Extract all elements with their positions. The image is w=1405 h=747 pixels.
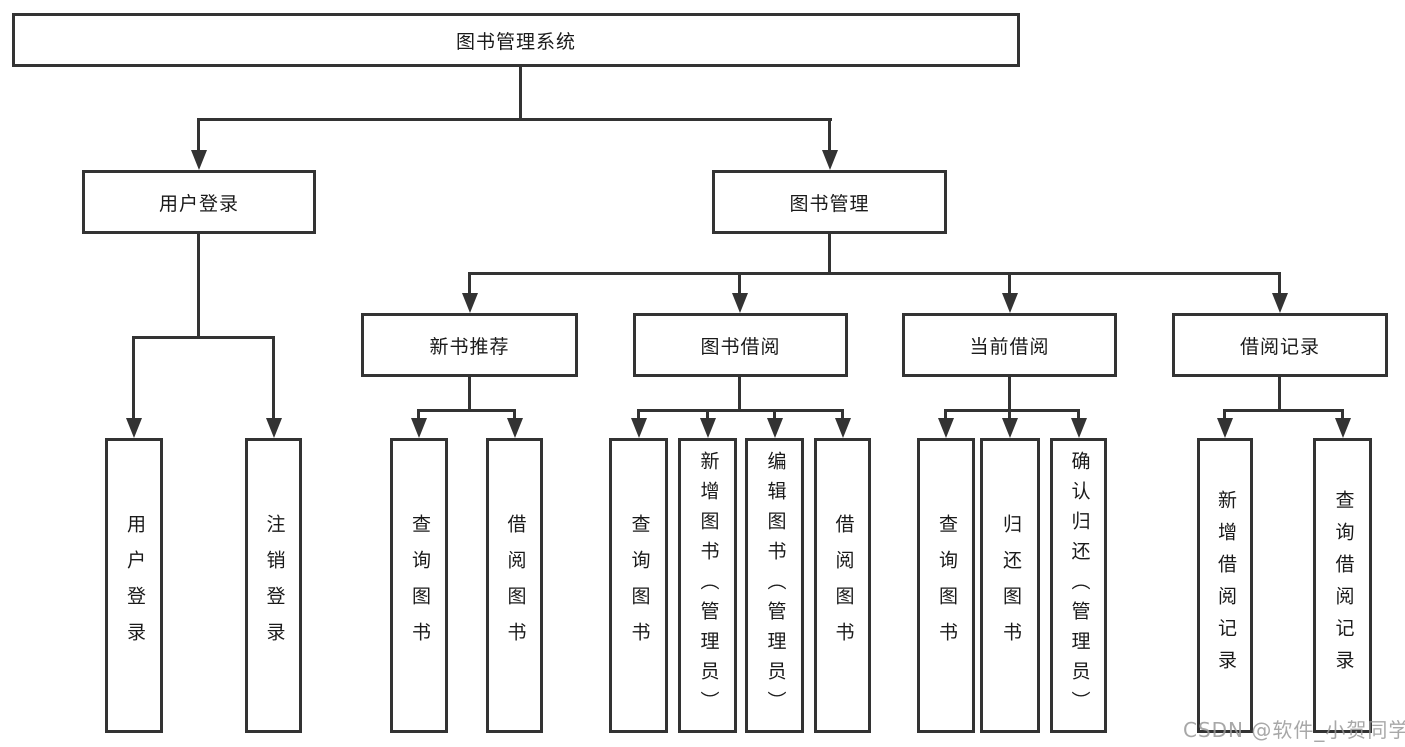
node-current-borrow: 当前借阅 xyxy=(902,313,1117,377)
leaf-label: 查询图书 xyxy=(408,513,431,658)
connector-line xyxy=(197,118,832,121)
arrow-down-icon xyxy=(126,418,142,438)
leaf-query-borrow-record: 查询借阅记录 xyxy=(1313,438,1372,733)
node-book-borrow: 图书借阅 xyxy=(633,313,848,377)
leaf-label: 查询图书 xyxy=(628,513,651,658)
csdn-watermark: CSDN @软件_小贺同学 xyxy=(1183,718,1405,742)
connector-line xyxy=(1223,409,1344,412)
leaf-label: 新增图书（管理员） xyxy=(697,450,720,721)
leaf-add-books-admin: 新增图书（管理员） xyxy=(678,438,737,733)
connector-line xyxy=(197,118,200,152)
arrow-down-icon xyxy=(835,418,851,438)
connector-line xyxy=(468,272,471,295)
leaf-query-books-2: 查询图书 xyxy=(609,438,668,733)
leaf-label: 查询图书 xyxy=(935,513,958,658)
leaf-label: 归还图书 xyxy=(999,513,1022,658)
leaf-logout: 注销登录 xyxy=(245,438,302,733)
leaf-label: 注销登录 xyxy=(263,513,286,658)
node-new-book-recommend: 新书推荐 xyxy=(361,313,578,377)
leaf-borrow-books-1: 借阅图书 xyxy=(486,438,543,733)
connector-line xyxy=(468,377,471,409)
connector-line xyxy=(773,409,776,421)
arrow-down-icon xyxy=(938,418,954,438)
connector-line xyxy=(468,272,1281,275)
leaf-add-borrow-record: 新增借阅记录 xyxy=(1197,438,1253,733)
arrow-down-icon xyxy=(411,418,427,438)
connector-line xyxy=(1008,272,1011,295)
connector-line xyxy=(417,409,516,412)
connector-line xyxy=(513,409,516,421)
arrow-down-icon xyxy=(266,418,282,438)
arrow-down-icon xyxy=(1071,418,1087,438)
arrow-down-icon xyxy=(507,418,523,438)
connector-line xyxy=(519,67,522,118)
leaf-label: 新增借阅记录 xyxy=(1214,489,1237,682)
connector-line xyxy=(417,409,420,421)
node-user-login: 用户登录 xyxy=(82,170,316,234)
arrow-down-icon xyxy=(1002,418,1018,438)
arrow-down-icon xyxy=(631,418,647,438)
connector-line xyxy=(1278,272,1281,295)
connector-line xyxy=(637,409,640,421)
connector-line xyxy=(197,233,200,336)
arrow-down-icon xyxy=(1335,418,1351,438)
node-book-management: 图书管理 xyxy=(712,170,947,234)
connector-line xyxy=(944,409,947,421)
leaf-borrow-books-2: 借阅图书 xyxy=(814,438,871,733)
connector-line xyxy=(1077,409,1080,421)
connector-line xyxy=(132,336,275,339)
connector-line xyxy=(944,409,1080,412)
connector-line xyxy=(706,409,709,421)
arrow-down-icon xyxy=(822,150,838,170)
leaf-label: 借阅图书 xyxy=(504,513,527,658)
connector-line xyxy=(1008,377,1011,409)
leaf-label: 编辑图书（管理员） xyxy=(764,450,787,721)
node-root-library-system: 图书管理系统 xyxy=(12,13,1020,67)
node-borrow-records: 借阅记录 xyxy=(1172,313,1388,377)
connector-line xyxy=(738,272,741,295)
connector-line xyxy=(1341,409,1344,421)
connector-line xyxy=(738,377,741,409)
leaf-label: 查询借阅记录 xyxy=(1332,489,1355,682)
arrow-down-icon xyxy=(462,293,478,313)
connector-line xyxy=(1278,377,1281,409)
arrow-down-icon xyxy=(767,418,783,438)
leaf-query-books-3: 查询图书 xyxy=(917,438,975,733)
leaf-edit-books-admin: 编辑图书（管理员） xyxy=(745,438,804,733)
leaf-label: 确认归还（管理员） xyxy=(1068,450,1091,721)
leaf-return-books: 归还图书 xyxy=(980,438,1040,733)
arrow-down-icon xyxy=(732,293,748,313)
arrow-down-icon xyxy=(1002,293,1018,313)
arrow-down-icon xyxy=(191,150,207,170)
arrow-down-icon xyxy=(1217,418,1233,438)
connector-line xyxy=(1008,409,1011,421)
leaf-label: 借阅图书 xyxy=(832,513,855,658)
leaf-user-login: 用户登录 xyxy=(105,438,163,733)
leaf-label: 用户登录 xyxy=(123,513,146,658)
leaf-confirm-return-admin: 确认归还（管理员） xyxy=(1050,438,1107,733)
arrow-down-icon xyxy=(700,418,716,438)
connector-line xyxy=(828,233,831,272)
connector-line xyxy=(1223,409,1226,421)
connector-line xyxy=(132,336,135,420)
leaf-query-books-1: 查询图书 xyxy=(390,438,448,733)
arrow-down-icon xyxy=(1272,293,1288,313)
connector-line xyxy=(841,409,844,421)
connector-line xyxy=(272,336,275,420)
connector-line xyxy=(637,409,844,412)
connector-line xyxy=(828,118,831,152)
